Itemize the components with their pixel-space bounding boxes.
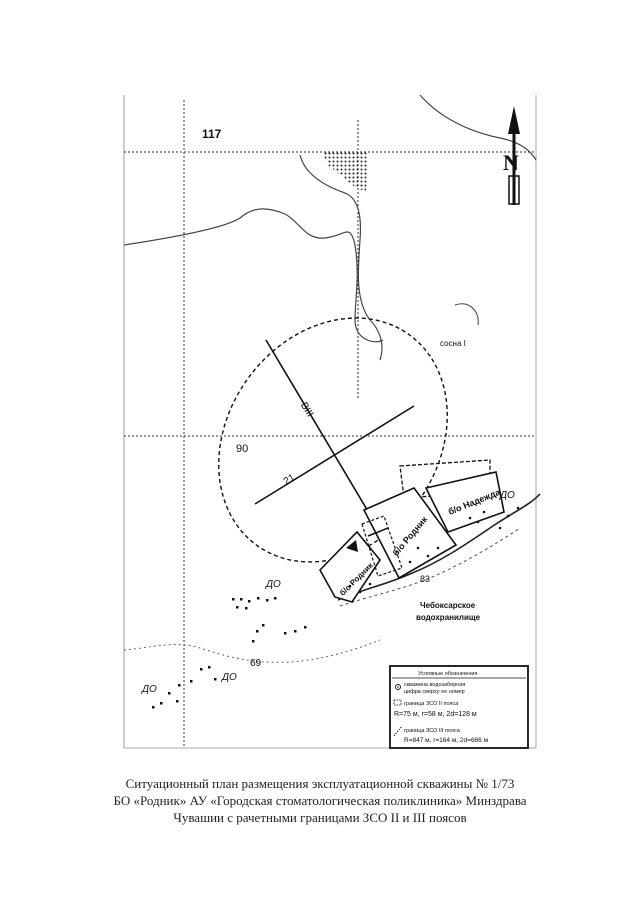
grid-label-117: 117 [202,127,222,141]
legend-item2-line2: R=75 м, r=58 м, 2d=128 м [394,711,477,718]
building-dots [348,506,520,594]
label-do-2: ДО [265,579,281,590]
label-sosna: сосна I [440,339,466,348]
north-arrow-icon [508,106,520,205]
north-label: N [503,150,519,175]
label-90: 90 [236,443,248,455]
label-reservoir-2: водохранилище [416,613,481,622]
figure-caption-line-3: Чувашии с рачетными границами ЗСО II и I… [173,810,467,825]
legend-item3-line2: R=847 м, r=164 м, 2d=686 м [404,737,489,744]
zso-zone-ii-boundary [361,515,403,577]
legend-zone-ii-icon [393,699,402,706]
legend-item2-line1: граница ЗСО II пояса [404,701,459,707]
stippled-area [322,152,368,192]
lower-contour [123,639,381,663]
label-do-4: ДО [141,684,157,695]
figure-caption-line-1: Ситуационный план размещения эксплуатаци… [125,776,515,791]
label-do-1: ДО [499,490,515,501]
label-axis: BIII [298,400,315,419]
legend-item3-line1: граница ЗСО III пояса [404,728,461,734]
legend-box [389,665,529,749]
well-marker [367,527,389,537]
coordinate-grid [124,100,536,748]
legend-zone-iii-icon [393,725,403,737]
label-do-3: ДО [221,672,237,683]
label-reservoir-1: Чебоксарское [420,601,476,610]
label-83: 83 [420,574,430,584]
ellipse-minor-axis [254,405,415,505]
legend-title: Условные обозначения [418,671,477,677]
block-rodnik-lower [319,530,381,603]
situation-map: N 117 сосна I 90 21 BIII ДО ДО ДО ДО 83 … [123,94,541,749]
terrain-contours [123,94,537,361]
figure-caption-line-2: БО «Родник» АУ «Городская стоматологичес… [113,793,527,808]
label-69: 69 [250,658,262,669]
vegetation-dots [152,597,307,709]
reservoir-shoreline [337,493,541,601]
legend-well-icon [395,684,401,690]
triangle-mark [346,540,358,552]
legend-item1-line2: цифра сверху ее номер [404,689,465,695]
block-nadezhda [424,471,505,533]
legend-item1-line1: скважина водозаборная [404,682,465,688]
block-rodnik-upper [362,487,458,580]
ellipse-major-axis [265,339,379,529]
label-21: 21 [282,472,298,487]
